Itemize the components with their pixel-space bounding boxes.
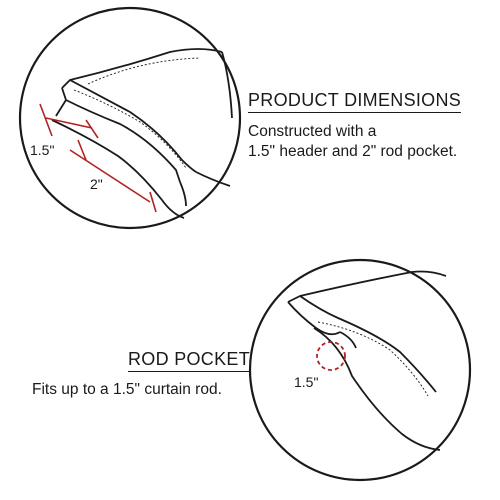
- rod-dimension-label: 1.5": [294, 374, 319, 390]
- pocket-dimension-marker: [69, 139, 157, 213]
- rod-pocket-detail: [248, 258, 472, 482]
- header-dimension-marker: [39, 103, 99, 139]
- header-detail: [18, 6, 242, 230]
- header-dimension-label: 1.5": [30, 142, 55, 158]
- rod-pocket-heading: ROD POCKET: [128, 349, 251, 372]
- rod-marker: [316, 341, 346, 371]
- header-detail-circle: [18, 6, 242, 230]
- product-dimensions-line1: Constructed with a: [248, 123, 377, 140]
- rod-pocket-detail-circle: [248, 258, 472, 482]
- product-dimensions-heading: PRODUCT DIMENSIONS: [248, 90, 462, 113]
- rod-pocket-description: Fits up to a 1.5" curtain rod.: [32, 381, 222, 398]
- seam-line: [87, 57, 201, 85]
- pocket-dimension-label: 2": [90, 176, 103, 192]
- seam-line: [317, 321, 429, 397]
- curtain-pocket-drawing: [287, 270, 447, 451]
- seam-line: [73, 89, 187, 169]
- product-dimensions-line2: 1.5" header and 2" rod pocket.: [248, 143, 458, 160]
- curtain-top-drawing: [51, 48, 233, 219]
